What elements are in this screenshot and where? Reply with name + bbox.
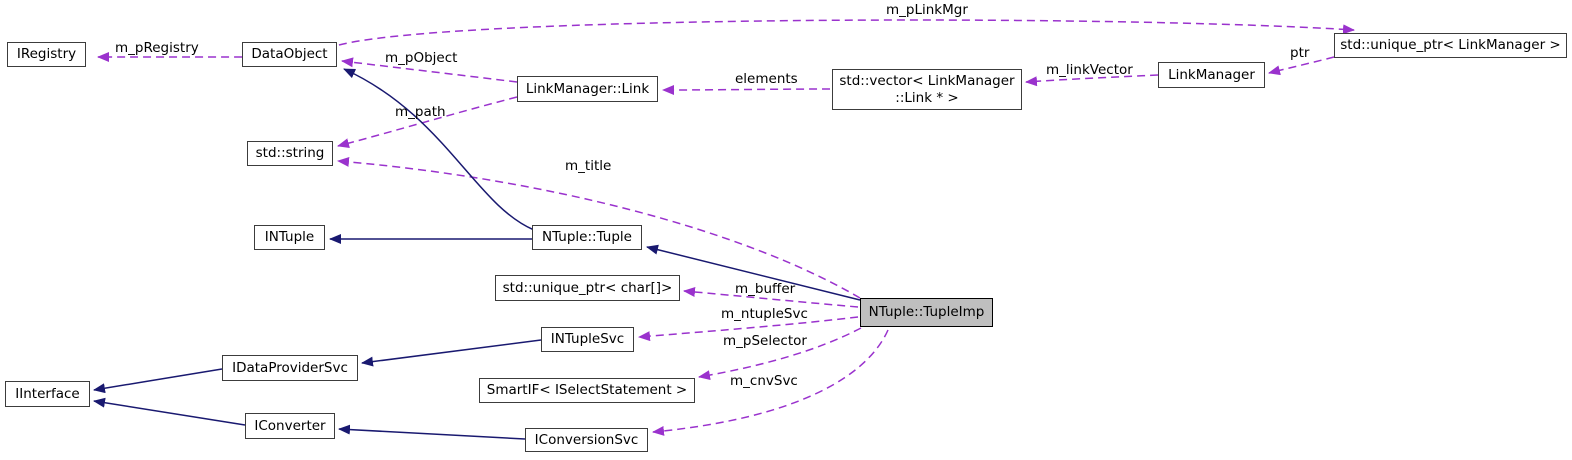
edge-label-m-plinkmgr: m_pLinkMgr [886,2,968,18]
edge-label-m-path: m_path [395,104,446,120]
node-idataprovidersvc[interactable]: IDataProviderSvc [222,355,358,381]
node-std-vector-linkmanager-link[interactable]: std::vector< LinkManager ::Link * > [832,69,1022,110]
edge-m-plinkmgr [338,19,1355,46]
edge-elements [662,84,831,95]
node-linkmanager[interactable]: LinkManager [1158,62,1265,88]
edge-label-m-cnvsvc: m_cnvSvc [730,373,798,389]
node-iinterface[interactable]: IInterface [5,381,90,407]
edge-label-m-ntuplesvc: m_ntupleSvc [721,306,808,322]
edge-label-m-pselector: m_pSelector [723,333,807,349]
edge-iconverter-inherits-iinterface [93,397,246,426]
node-smartif-iselectstatement[interactable]: SmartIF< ISelectStatement > [479,378,695,403]
edge-label-m-linkvector: m_linkVector [1046,62,1133,78]
node-std-unique-ptr-linkmanager[interactable]: std::unique_ptr< LinkManager > [1334,33,1567,58]
node-intuplesvc[interactable]: INTupleSvc [541,327,634,352]
edge-iconversionsvc-inherits-iconverter [338,424,526,440]
edge-label-m-pregistry: m_pRegistry [115,40,199,56]
edge-label-ptr: ptr [1290,45,1310,61]
edge-intuplesvc-inherits-idataprovidersvc [361,339,542,367]
node-intuple[interactable]: INTuple [254,225,325,250]
edge-tuple-inherits-dataobject [343,68,535,231]
edge-idataprovidersvc-inherits-iinterface [93,368,223,394]
node-ntuple-tupleimp: NTuple::TupleImp [860,298,993,327]
node-iconverter[interactable]: IConverter [245,413,335,439]
node-ntuple-tuple[interactable]: NTuple::Tuple [532,225,642,250]
node-linkmanager-link[interactable]: LinkManager::Link [517,76,658,102]
edge-label-m-pobject: m_pObject [385,50,458,66]
edge-label-m-buffer: m_buffer [735,281,796,297]
node-std-unique-ptr-char[interactable]: std::unique_ptr< char[]> [495,275,680,301]
node-dataobject[interactable]: DataObject [242,42,337,67]
edge-label-m-title: m_title [565,158,612,174]
node-std-string[interactable]: std::string [247,141,333,166]
node-iconversionsvc[interactable]: IConversionSvc [525,428,648,452]
node-iregistry[interactable]: IRegistry [7,42,86,67]
edge-label-elements: elements [735,71,798,87]
